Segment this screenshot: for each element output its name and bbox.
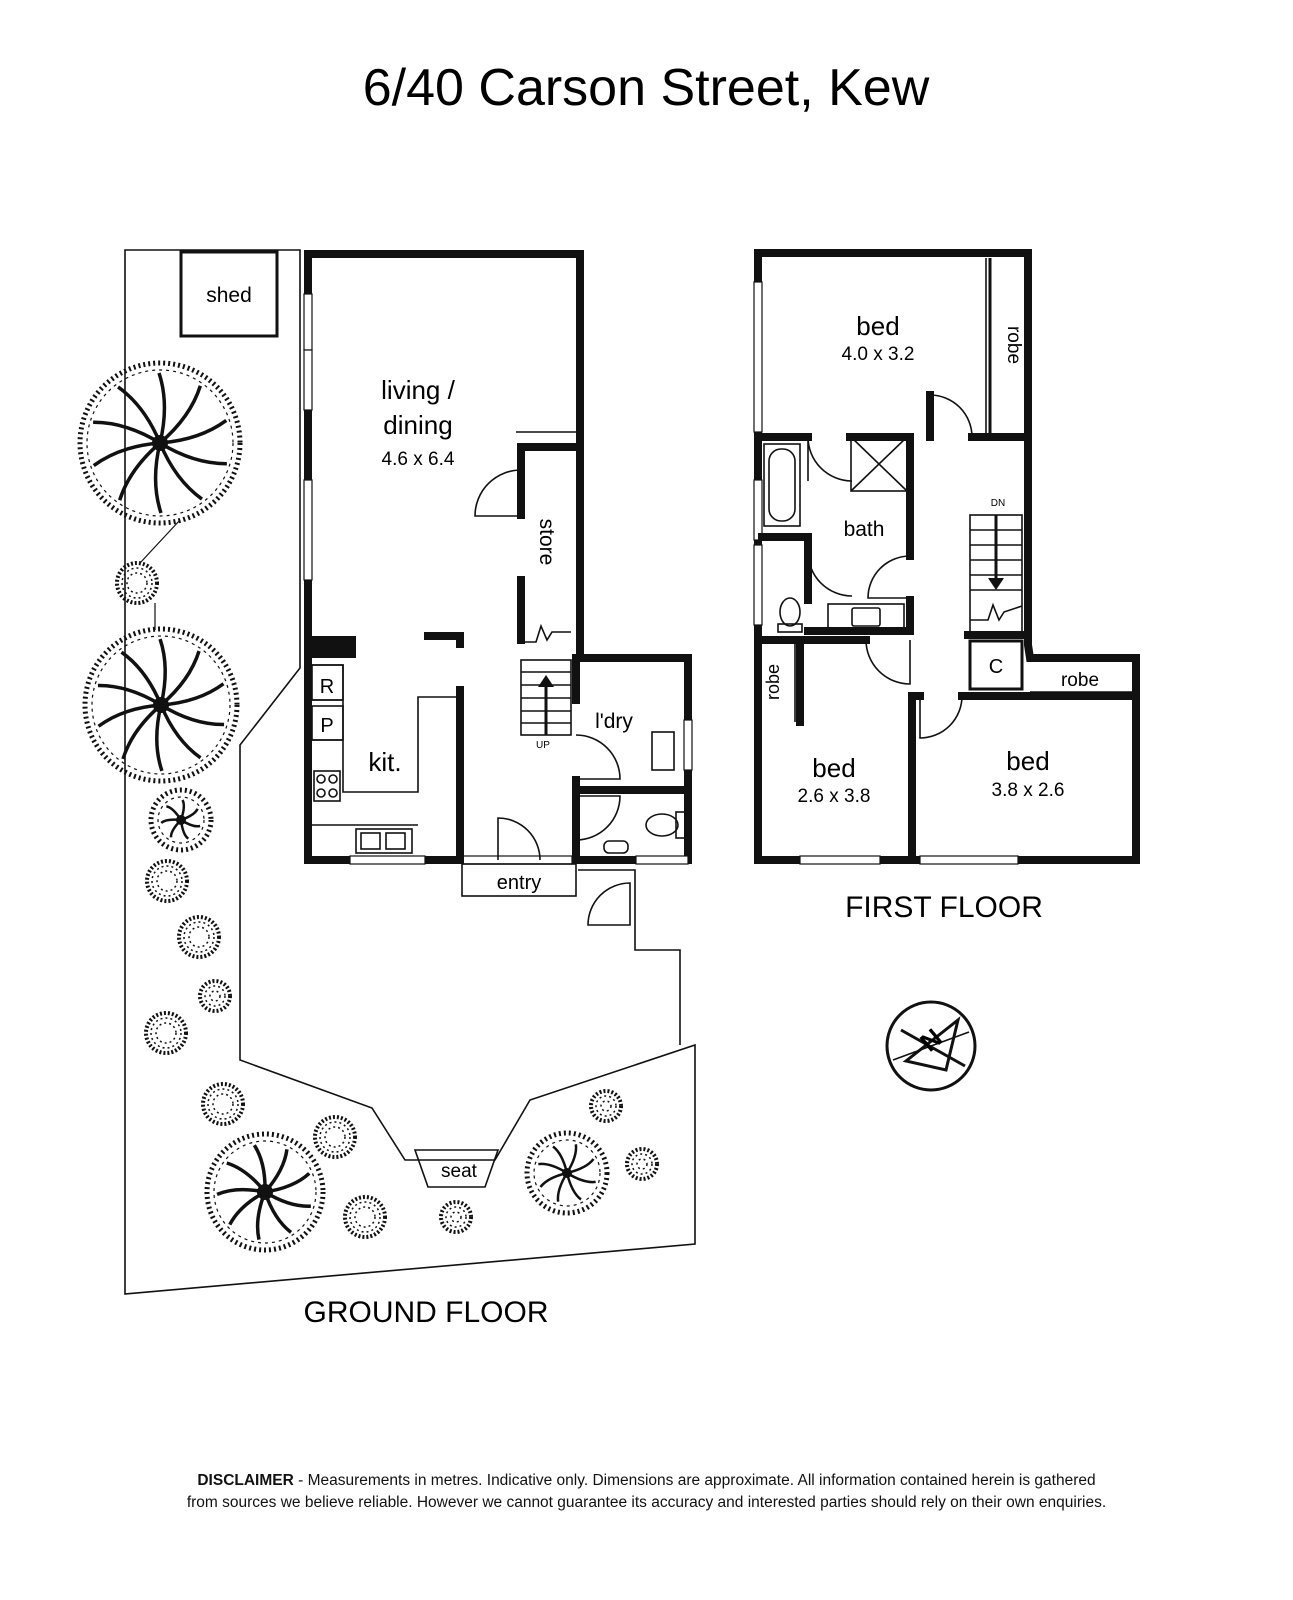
stove-icon (313, 770, 341, 802)
living-sliding-door (303, 293, 313, 351)
toilet-icon (645, 811, 686, 839)
page-title: 6/40 Carson Street, Kew (363, 59, 930, 117)
shrub-icon (201, 1082, 245, 1126)
seat (413, 1149, 500, 1188)
bed1-name: bed (856, 311, 899, 341)
store-label: store (535, 519, 558, 566)
living-sliding-door-2 (303, 349, 313, 411)
wc-door (575, 795, 621, 841)
laundry-tub (651, 731, 675, 771)
toilet-icon (777, 597, 803, 633)
laundry-label: l'dry (595, 710, 633, 733)
bath-door-1 (807, 436, 853, 482)
cupboard-label: C (989, 656, 1003, 678)
entry-door (497, 817, 541, 861)
bed3-name: bed (1006, 746, 1049, 776)
kitchen-label: kit. (368, 747, 401, 777)
shrub-icon (343, 1195, 387, 1239)
ground-floor-label: GROUND FLOOR (303, 1296, 548, 1329)
entry-glazing (461, 855, 573, 865)
laundry-walls (572, 654, 692, 864)
pantry-label: P (320, 715, 333, 737)
shed (179, 250, 279, 338)
vanity (827, 603, 905, 631)
disclaimer-text-1: - Measurements in metres. Indicative onl… (293, 1472, 1096, 1489)
bed2-robe-label: robe (763, 664, 783, 700)
wc-basin (603, 840, 629, 854)
stairs-down-label: DN (991, 498, 1005, 509)
shrub-icon (145, 859, 189, 903)
fridge-label: R (320, 676, 334, 698)
living-label-2: dining (383, 410, 452, 440)
bathtub-icon (763, 443, 801, 527)
first-floor-plan: robe bed 4.0 x 3.2 bath (753, 249, 1140, 924)
shrub-icon (625, 1147, 659, 1181)
bed3-door (919, 695, 963, 739)
fridge-box (311, 664, 344, 701)
bed2-name: bed (812, 753, 855, 783)
bed3-robe-label: robe (1061, 670, 1099, 691)
shrub-icon (115, 561, 159, 605)
entry-step (461, 863, 577, 897)
living-label-1: living / (381, 375, 455, 405)
stairs-icon (520, 623, 572, 736)
tree-icon (148, 787, 214, 853)
laundry-window (683, 719, 693, 771)
landscaping (77, 360, 659, 1253)
store-walls (517, 443, 580, 644)
tree-icon (77, 360, 243, 526)
tree-icon (524, 1130, 610, 1216)
bed2-dims: 2.6 x 3.8 (798, 786, 871, 807)
shed-label: shed (206, 284, 252, 307)
shrub-icon (177, 915, 221, 959)
patio-outline (578, 869, 681, 1045)
shrub-icon (198, 979, 232, 1013)
wc-window (635, 855, 689, 865)
bed2-door (865, 639, 911, 685)
first-exterior-wall (754, 249, 1140, 864)
first-floor-label: FIRST FLOOR (845, 891, 1043, 924)
sink-icon (355, 828, 413, 854)
disclaimer-line-1: DISCLAIMER - Measurements in metres. Ind… (0, 1470, 1293, 1492)
bath-door-3 (867, 555, 911, 599)
ground-exterior-wall (304, 250, 692, 864)
shrub-icon (439, 1200, 473, 1234)
bed3-dims: 3.8 x 2.6 (992, 780, 1065, 801)
living-dimensions: 4.6 x 6.4 (382, 449, 455, 470)
pantry-box (311, 705, 344, 741)
shower-icon (850, 436, 908, 492)
ground-floor-plan: shed seat R P (124, 249, 696, 1329)
bed1-dims: 4.0 x 3.2 (842, 344, 915, 365)
bath-door-2 (807, 551, 853, 597)
store-door (474, 469, 522, 517)
disclaimer: DISCLAIMER - Measurements in metres. Ind… (0, 1470, 1293, 1514)
bed1-robe-label: robe (1003, 326, 1024, 364)
stairs-icon (969, 514, 1023, 636)
bath-label: bath (844, 518, 885, 541)
shrub-icon (144, 1011, 188, 1055)
stairs-up-label: UP (536, 740, 550, 751)
cupboard (968, 639, 1024, 691)
shrub-icon (313, 1115, 357, 1159)
disclaimer-heading: DISCLAIMER (197, 1472, 294, 1489)
shrub-icon (589, 1089, 623, 1123)
tree-icon (82, 626, 240, 784)
entry-label: entry (497, 872, 541, 894)
bed1-door (929, 394, 973, 438)
kitchen-window (349, 855, 426, 865)
compass-icon: N (885, 1000, 977, 1092)
tree-icon (204, 1131, 326, 1253)
living-sliding-door-3 (303, 479, 313, 581)
gate (587, 882, 631, 926)
seat-label: seat (441, 1161, 478, 1182)
garden-boundary (124, 249, 696, 1295)
disclaimer-line-2: from sources we believe reliable. Howeve… (186, 1494, 1107, 1511)
laundry-door (575, 734, 621, 780)
